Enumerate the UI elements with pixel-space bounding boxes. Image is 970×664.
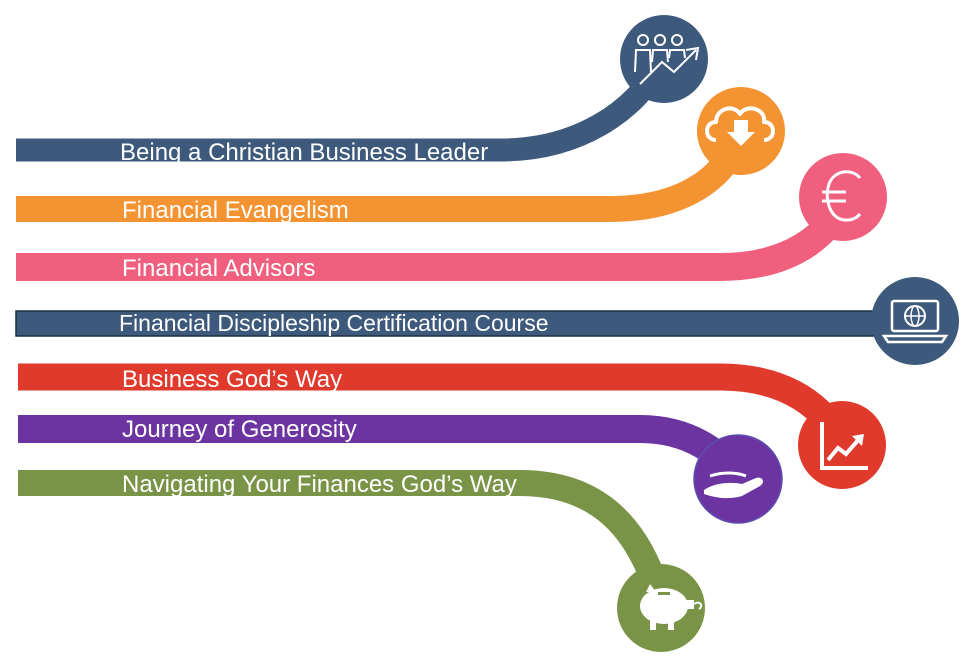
band-financial-discipleship-certification-course: Financial Discipleship Certification Cou… xyxy=(15,310,917,337)
band-path xyxy=(16,59,671,162)
people-growth-icon xyxy=(620,15,708,103)
euro-icon xyxy=(799,153,887,241)
giving-hand-icon xyxy=(693,434,783,524)
item-label: Navigating Your Finances God’s Way xyxy=(122,471,517,498)
item-label: Being a Christian Business Leader xyxy=(120,139,488,166)
laptop-globe-icon xyxy=(871,277,959,365)
band-path xyxy=(15,310,917,337)
item-label: Journey of Generosity xyxy=(122,416,357,443)
line-chart-icon xyxy=(798,401,886,489)
band-path xyxy=(18,470,673,604)
item-label: Financial Discipleship Certification Cou… xyxy=(119,310,549,336)
cloud-download-icon xyxy=(697,87,785,175)
item-label: Financial Advisors xyxy=(122,255,315,282)
piggy-bank-icon xyxy=(617,564,705,652)
band-journey-of-generosity: Journey of Generosity xyxy=(18,415,748,485)
band-being-a-christian-business-leader: Being a Christian Business Leader xyxy=(16,59,671,166)
band-navigating-your-finances: Navigating Your Finances God’s Way xyxy=(18,470,673,604)
item-label: Financial Evangelism xyxy=(122,197,349,224)
item-label: Business God’s Way xyxy=(122,366,342,393)
